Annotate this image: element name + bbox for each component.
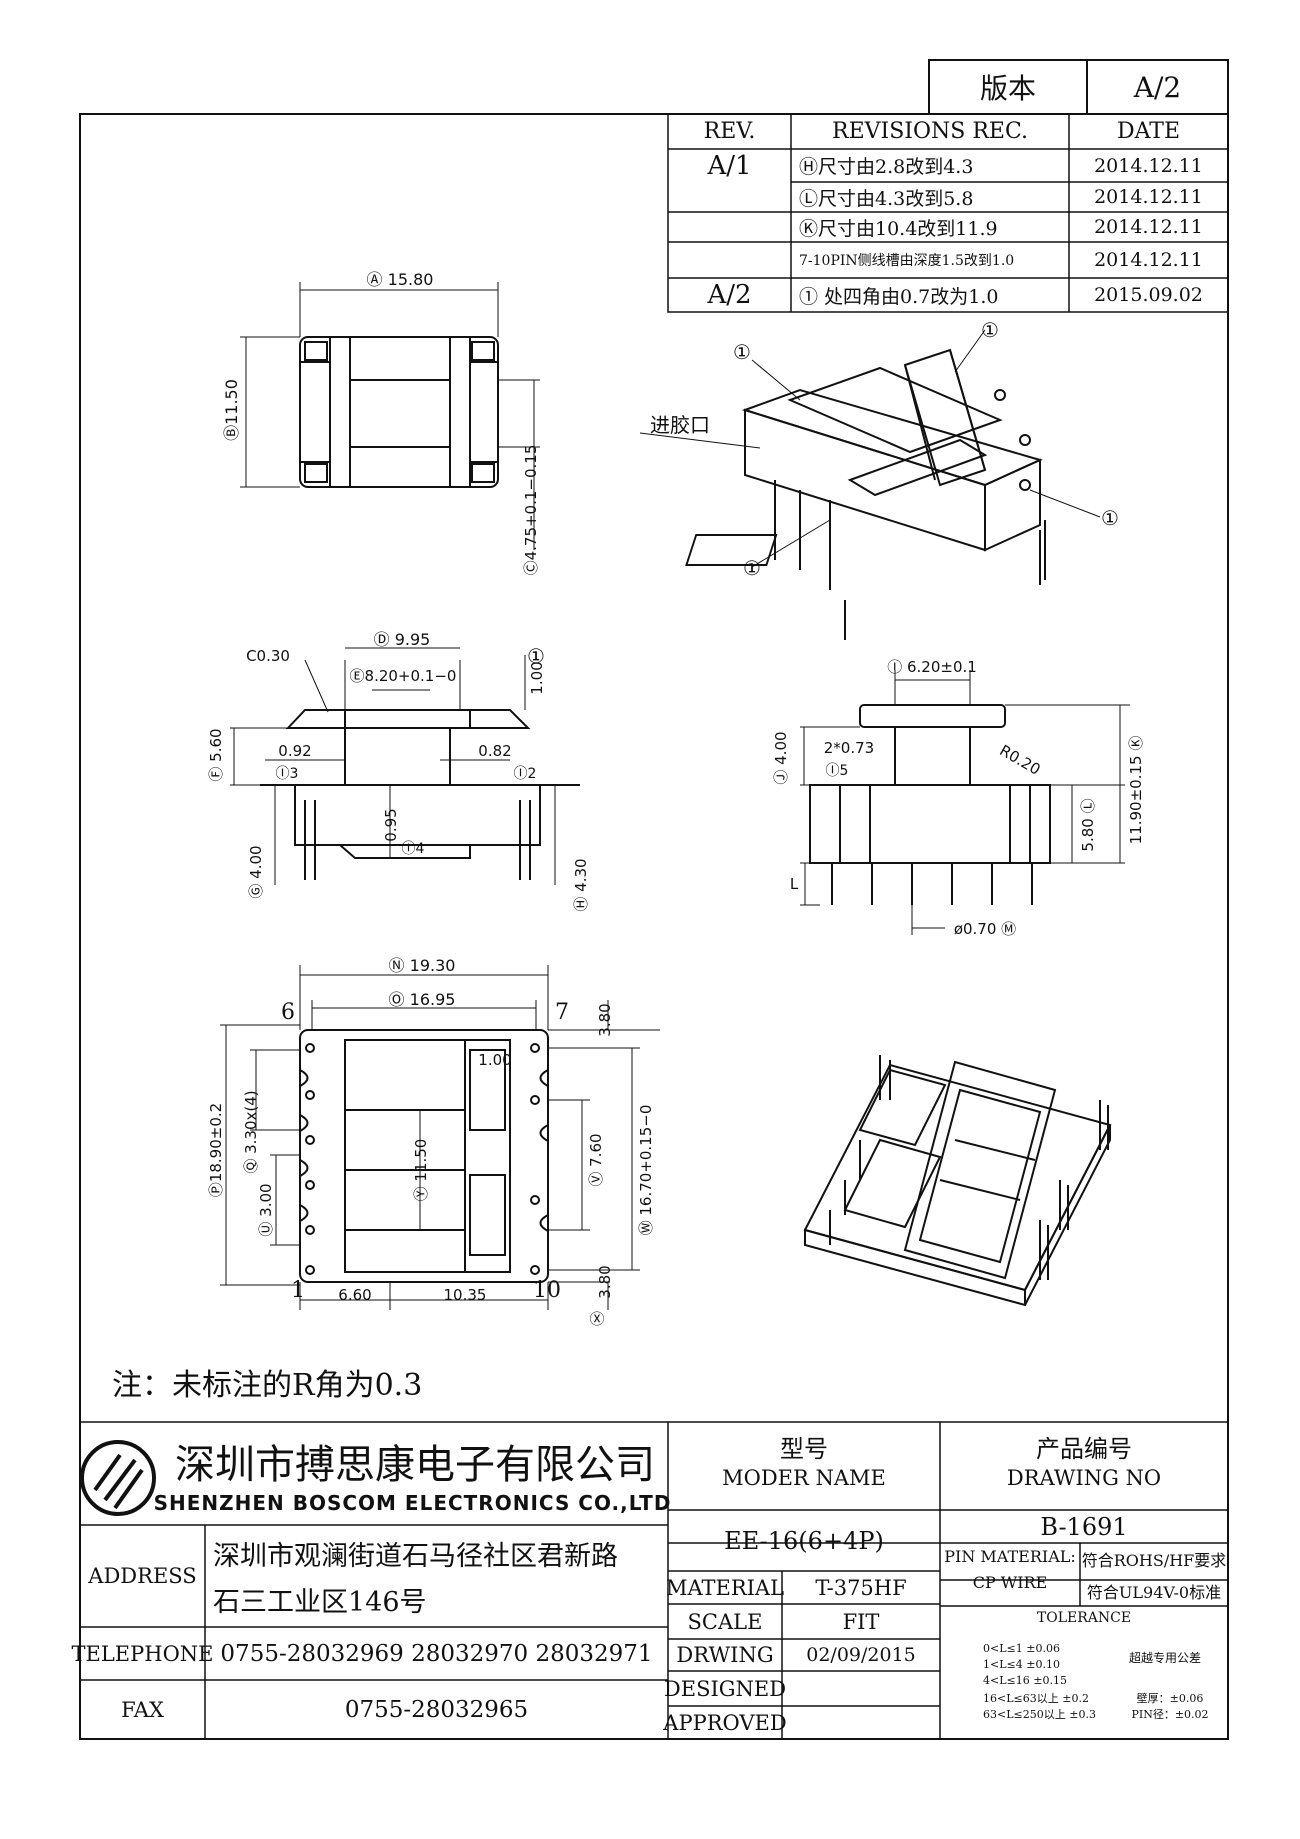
model-value: EE-16(6+4P) (724, 1526, 884, 1555)
rev-row-date: 2014.12.11 (1094, 154, 1203, 177)
approved-label: APPROVED (663, 1710, 787, 1735)
rev-mark: ① (527, 644, 545, 668)
cp-wire-label: CP WIRE (972, 1572, 1048, 1592)
dim-side-073: 2*0.73 (823, 739, 875, 757)
tolerance-row: 16<L≤63以上 ±0.2 (983, 1692, 1089, 1705)
address-line2: 石三工业区146号 (213, 1586, 427, 1618)
dim-o: Ⓞ 16.95 (388, 990, 456, 1009)
rev-header-rev: REV. (703, 119, 756, 144)
wall-thickness: 壁厚：±0.06 (1136, 1692, 1204, 1705)
rev-mark: ① (743, 556, 761, 580)
rev-mark: ① (1101, 506, 1119, 530)
address-label: ADDRESS (88, 1564, 197, 1588)
dim-n: Ⓝ 19.30 (388, 956, 456, 975)
dim-i4: Ⓘ4 (401, 841, 425, 857)
dim-x: Ⓧ (589, 1309, 605, 1328)
telephone-value: 0755-28032969 28032970 28032971 (220, 1640, 653, 1667)
rev-row-text: Ⓚ尺寸由10.4改到11.9 (799, 217, 998, 240)
pin-6: 6 (281, 999, 295, 1025)
note-text: 注：未标注的R角为0.3 (112, 1368, 423, 1403)
top-view (299, 336, 499, 488)
front-view (260, 709, 580, 880)
fax-value: 0755-28032965 (344, 1696, 529, 1723)
rev-header-rec: REVISIONS REC. (832, 119, 1028, 144)
dim-d: Ⓓ 9.95 (373, 630, 431, 649)
rev-mark: ① (981, 318, 999, 342)
rev-a2-label: A/2 (707, 280, 752, 310)
dim-092: 0.92 (278, 742, 312, 760)
drawing-no-label-cn: 产品编号 (1036, 1434, 1132, 1463)
dim-side-i: Ⓘ 6.20±0.1 (887, 657, 977, 676)
dim-e: Ⓔ8.20+0.1−0 (349, 666, 457, 685)
dim-side-L: L (789, 875, 799, 893)
model-label-cn: 型号 (780, 1434, 828, 1463)
pin-1: 1 (291, 1277, 305, 1303)
tolerance-special: 超越专用公差 (1128, 1650, 1201, 1665)
rev-row-date: 2014.12.11 (1094, 216, 1203, 238)
side-view (809, 704, 1051, 905)
dim-i3: Ⓘ3 (275, 766, 299, 782)
rev-row-text: Ⓗ尺寸由2.8改到4.3 (799, 156, 974, 178)
pin-material-label: PIN MATERIAL: (944, 1546, 1076, 1566)
bottom-view (299, 1029, 549, 1283)
rev-row-date: 2014.12.11 (1094, 249, 1203, 271)
pin-7: 7 (555, 999, 569, 1025)
dim-100b: 1.00 (478, 1051, 512, 1069)
tolerance-row: 1<L≤4 ±0.10 (983, 1657, 1060, 1671)
dim-082: 0.82 (478, 742, 512, 760)
scale-label: SCALE (687, 1609, 763, 1634)
isometric-bottom-view (803, 1055, 1112, 1307)
tolerance-label: TOLERANCE (1036, 1610, 1132, 1626)
tolerance-row: 4<L≤16 ±0.15 (983, 1673, 1067, 1687)
rev-a1-label: A/1 (707, 150, 752, 181)
dim-i2: Ⓘ2 (513, 766, 537, 782)
isometric-top-view (685, 348, 1046, 640)
rev-row-text: 7-10PIN侧线槽由深度1.5改到1.0 (799, 253, 1015, 269)
rev-mark: ① (733, 340, 751, 364)
dim-1035: 10.35 (443, 1286, 487, 1304)
tolerance-row: 0<L≤1 ±0.06 (983, 1641, 1060, 1655)
pin-10: 10 (533, 1277, 561, 1303)
dim-a: Ⓐ 15.80 (366, 270, 434, 289)
drwing-value: 02/09/2015 (806, 1644, 916, 1666)
material-value: T-375HF (815, 1575, 907, 1600)
rev-header-date: DATE (1116, 119, 1181, 144)
dim-c030: C0.30 (246, 647, 290, 665)
rev-row-text: Ⓛ尺寸由4.3改到5.8 (799, 187, 974, 210)
drawing-no-value: B-1691 (1040, 1512, 1128, 1541)
drwing-label: DRWING (676, 1643, 774, 1667)
company-name-cn: 深圳市搏思康电子有限公司 (175, 1442, 655, 1488)
designed-label: DESIGNED (663, 1676, 787, 1701)
model-label-en: MODER NAME (722, 1466, 886, 1490)
rev-row-date: 2015.09.02 (1094, 284, 1203, 306)
company-name-en: SHENZHEN BOSCOM ELECTRONICS CO.,LTD (153, 1491, 672, 1515)
version-value: A/2 (1133, 70, 1182, 104)
pin-material-value: 符合ROHS/HF要求 (1081, 1551, 1227, 1570)
scale-value: FIT (842, 1609, 880, 1634)
pin-dia: PIN径：±0.02 (1131, 1708, 1209, 1721)
drawing-no-label-en: DRAWING NO (1006, 1466, 1162, 1490)
rev-row-date: 2014.12.11 (1094, 186, 1203, 208)
fax-label: FAX (121, 1697, 164, 1722)
telephone-label: TELEPHONE (71, 1641, 214, 1666)
version-label: 版本 (979, 72, 1036, 105)
dim-side-i5: Ⓘ5 (825, 763, 849, 779)
dim-660: 6.60 (338, 1286, 372, 1304)
dim-side-m: ø0.70 Ⓜ (953, 919, 1017, 938)
cp-wire-value: 符合UL94V-0标准 (1086, 1582, 1222, 1602)
gate-label: 进胶口 (650, 412, 710, 437)
material-label: MATERIAL (665, 1575, 785, 1600)
rev-row-text: ① 处四角由0.7改为1.0 (799, 285, 999, 308)
tolerance-row: 63<L≤250以上 ±0.3 (983, 1708, 1096, 1721)
company-logo (80, 1440, 156, 1516)
address-line1: 深圳市观澜街道石马径社区君新路 (213, 1540, 618, 1572)
